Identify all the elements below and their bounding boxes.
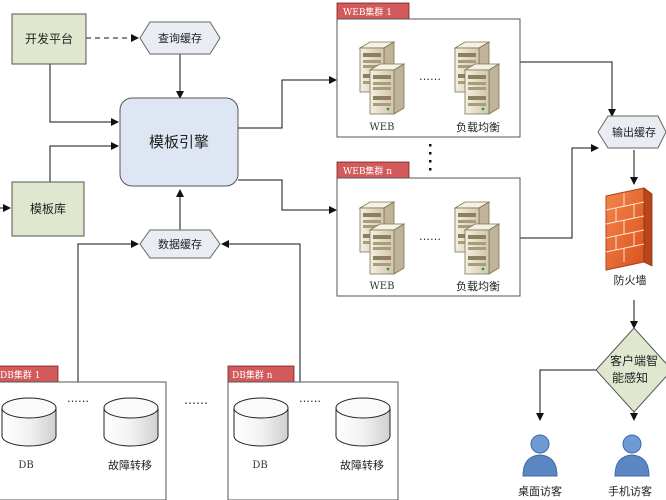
web-cluster-n-lb-label: 负载均衡 [456,279,500,293]
edge-smartsense-to-desktop [536,369,596,421]
load-balancer-server-icon [464,63,500,115]
db-cluster-1-tab: DB集群 1 [0,369,40,381]
connectors [0,34,638,421]
output-cache-label: 输出缓存 [612,125,656,139]
edge-engine-to-web1 [238,76,337,129]
edge-engine-to-webn [238,179,337,214]
failover-db-icon [103,397,159,447]
firewall-label: 防火墙 [614,273,647,287]
dev-platform-node: 开发平台 [11,13,87,65]
edge-web1-to-output [520,61,616,117]
cluster-vertical-ellipsis [429,144,432,171]
web-server-icon [369,223,405,275]
web-cluster-n-web-label: WEB [370,281,395,292]
failover-db-icon [335,397,391,447]
mobile-visitor-icon [614,434,650,477]
data-cache-label: 数据缓存 [158,237,202,251]
web-cluster-1-tab: WEB集群 1 [343,6,392,18]
desktop-visitor-label: 桌面访客 [518,484,562,498]
edge-db1-to-datacache [77,240,139,382]
web-cluster-n-tab: WEB集群 n [343,165,392,177]
smart-sense-label-line1: 客户端智 [610,353,658,368]
db-cluster-1-failover-label: 故障转移 [108,458,152,472]
web-cluster-1-ellipsis: …… [419,70,441,83]
firewall-icon [605,187,653,271]
edge-lib-to-engine [49,142,119,182]
db-cluster-n-failover-label: 故障转移 [340,458,384,472]
firewall-node: 防火墙 [605,187,653,287]
db-cluster-1-ellipsis: …… [67,392,89,405]
desktop-visitor-node: 桌面访客 [518,434,562,498]
db-cluster-ellipsis: …… [184,393,208,407]
db-icon [1,397,57,447]
query-cache-node: 查询缓存 [139,21,221,55]
db-cluster-n-tab: DB集群 n [232,369,273,381]
db-cluster-n-ellipsis: …… [299,392,321,405]
template-engine-node: 模板引擎 [119,97,239,187]
output-cache-node: 输出缓存 [597,115,666,149]
db-cluster-n-db-label: DB [252,460,267,471]
load-balancer-server-icon [464,223,500,275]
db-cluster-n: DB集群 n …… DB 故障转移 [227,365,399,500]
desktop-visitor-icon [522,434,558,477]
template-engine-label: 模板引擎 [149,133,209,151]
db-icon [233,397,289,447]
db-cluster-1-db-label: DB [18,460,33,471]
edge-dev-to-engine [49,64,119,126]
smart-sense-label-line2: 能感知 [612,370,648,385]
template-lib-node: 模板库 [11,181,85,237]
web-cluster-1: WEB集群 1 …… WEB 负载均衡 [336,2,521,138]
web-server-icon [369,63,405,115]
query-cache-label: 查询缓存 [158,31,202,45]
edge-dbn-to-datacache [221,240,301,382]
data-cache-node: 数据缓存 [139,229,221,259]
web-cluster-1-web-label: WEB [370,122,395,133]
smart-sense-node: 客户端智 能感知 [595,327,666,413]
edge-webn-to-output [520,144,599,239]
mobile-visitor-label: 手机访客 [608,484,652,498]
web-cluster-1-lb-label: 负载均衡 [456,120,500,134]
template-lib-label: 模板库 [30,201,66,216]
web-cluster-n: WEB集群 n …… WEB 负载均衡 [336,161,521,297]
web-cluster-n-ellipsis: …… [419,230,441,243]
mobile-visitor-node: 手机访客 [608,434,652,498]
dev-platform-label: 开发平台 [25,31,73,46]
db-cluster-1: DB集群 1 …… DB 故障转移 [0,365,167,500]
